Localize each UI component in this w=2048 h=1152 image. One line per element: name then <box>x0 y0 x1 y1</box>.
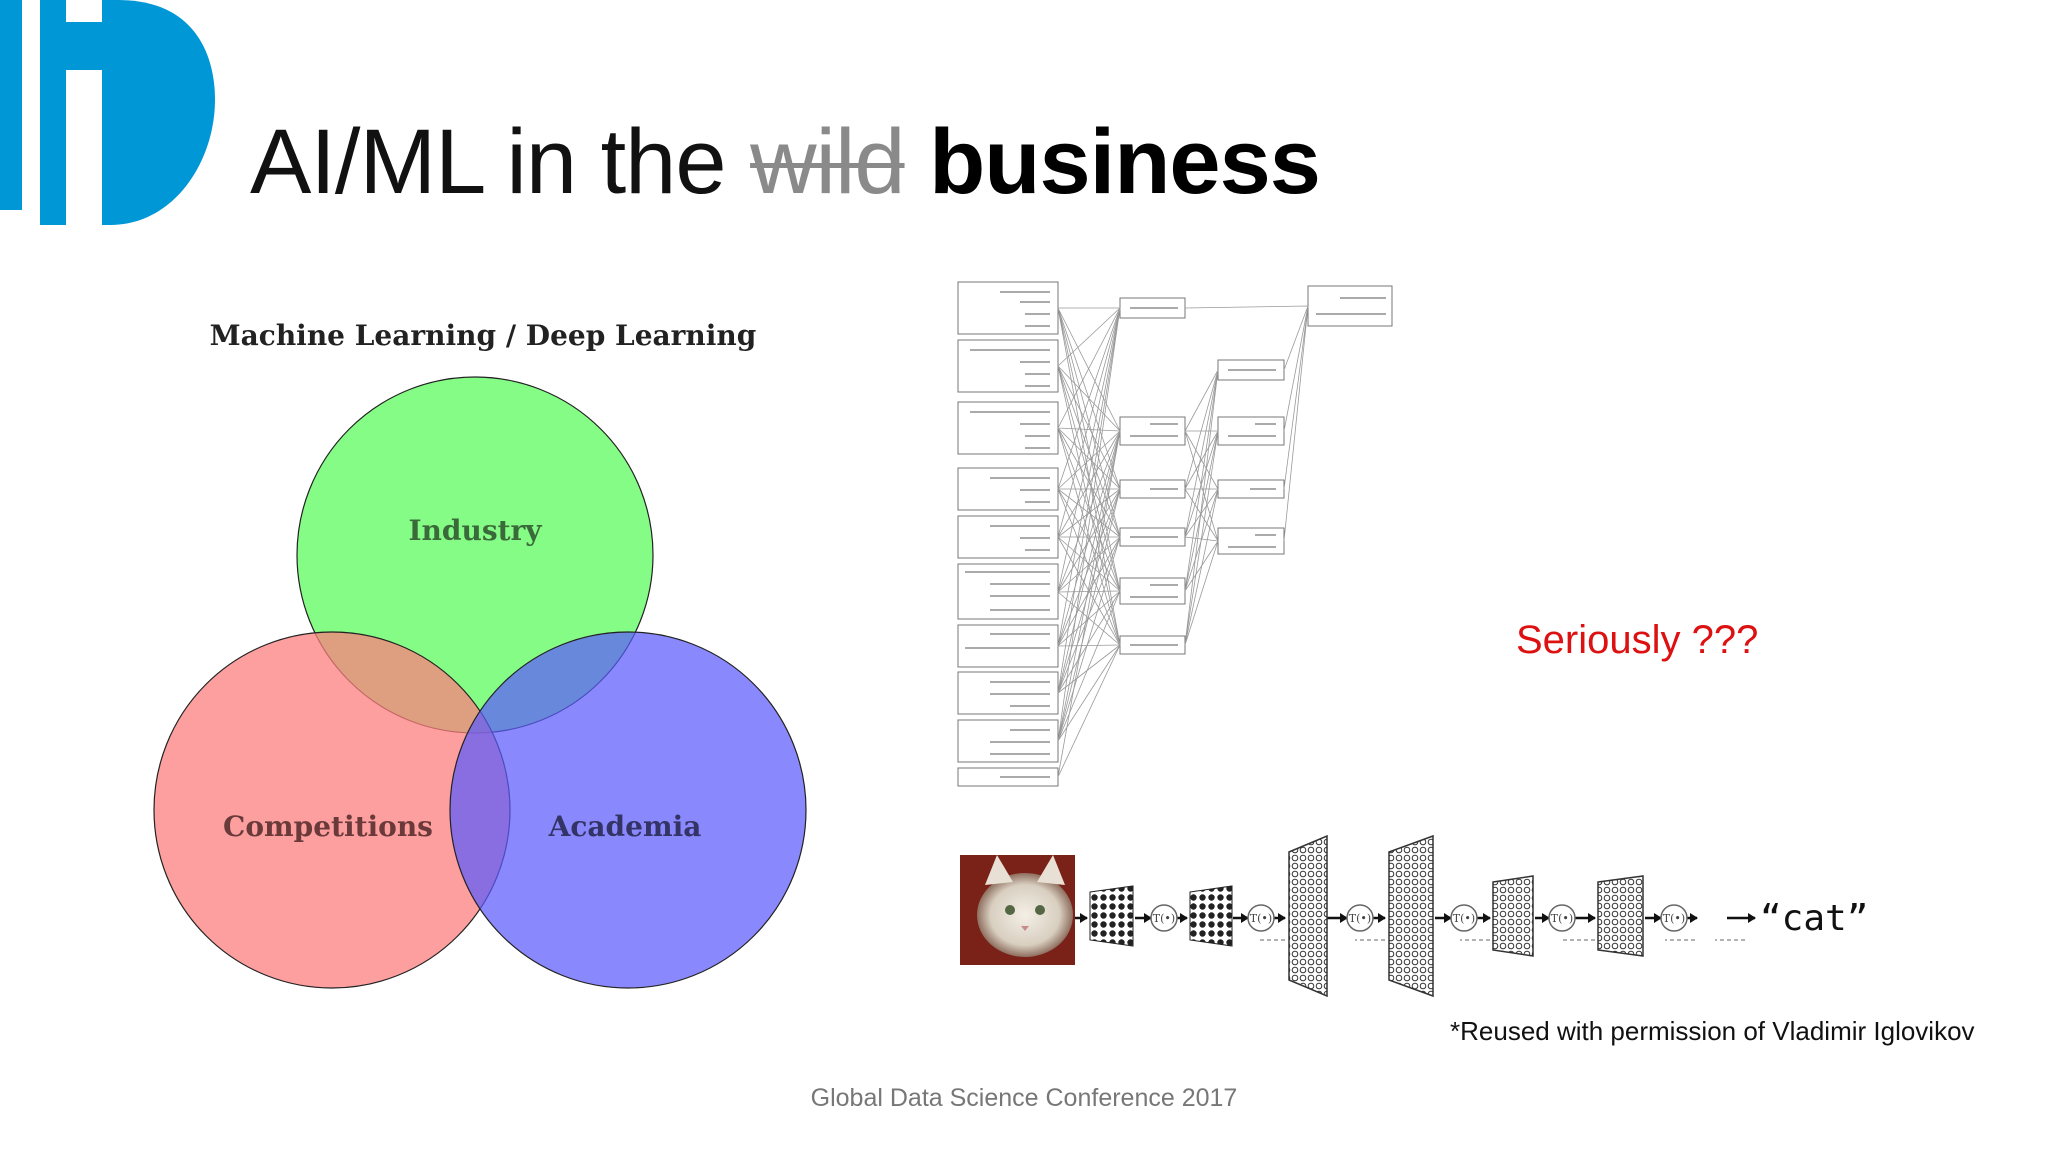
svg-text:T(•): T(•) <box>1663 912 1685 925</box>
credit-note: *Reused with permission of Vladimir Iglo… <box>1450 1016 1975 1046</box>
svg-text:T(•): T(•) <box>1453 912 1475 925</box>
graph-node <box>957 624 1059 668</box>
graph-node <box>957 339 1059 393</box>
ensemble-model-graph <box>957 281 1393 787</box>
company-logo <box>0 0 215 225</box>
svg-text:T(•): T(•) <box>1250 912 1272 925</box>
cnn-output-label: “cat” <box>1760 898 1868 939</box>
graph-node <box>1119 577 1186 605</box>
title-part2: business <box>904 111 1321 213</box>
svg-text:T(•): T(•) <box>1153 912 1175 925</box>
title-part1: AI/ML in the <box>250 111 751 213</box>
graph-node <box>1217 527 1285 555</box>
title-struck-word: wild <box>750 111 905 213</box>
graph-node <box>1307 285 1393 327</box>
cnn-pipeline-diagram: T(•) T(•) T(•) T(•) T(•) T(•) “cat” <box>960 834 1868 998</box>
graph-node <box>957 401 1059 455</box>
feature-map-layer <box>1089 834 1644 998</box>
graph-node <box>1217 416 1285 446</box>
transform-node <box>1150 904 1688 932</box>
cat-photo <box>960 855 1075 965</box>
svg-text:T(•): T(•) <box>1349 912 1371 925</box>
venn-label-competitions: Competitions <box>223 810 433 843</box>
slide-title: AI/ML in the wild business <box>250 110 1321 215</box>
annotation-text: Seriously ??? <box>1516 618 1759 662</box>
graph-node <box>1119 416 1186 446</box>
venn-diagram: Machine Learning / Deep Learning Industr… <box>153 319 807 989</box>
venn-label-academia: Academia <box>548 810 702 843</box>
venn-label-industry: Industry <box>408 514 542 547</box>
svg-text:T(•): T(•) <box>1551 912 1573 925</box>
venn-title: Machine Learning / Deep Learning <box>210 319 757 352</box>
conference-footer: Global Data Science Conference 2017 <box>810 1084 1238 1112</box>
venn-circle-academia <box>449 631 807 989</box>
